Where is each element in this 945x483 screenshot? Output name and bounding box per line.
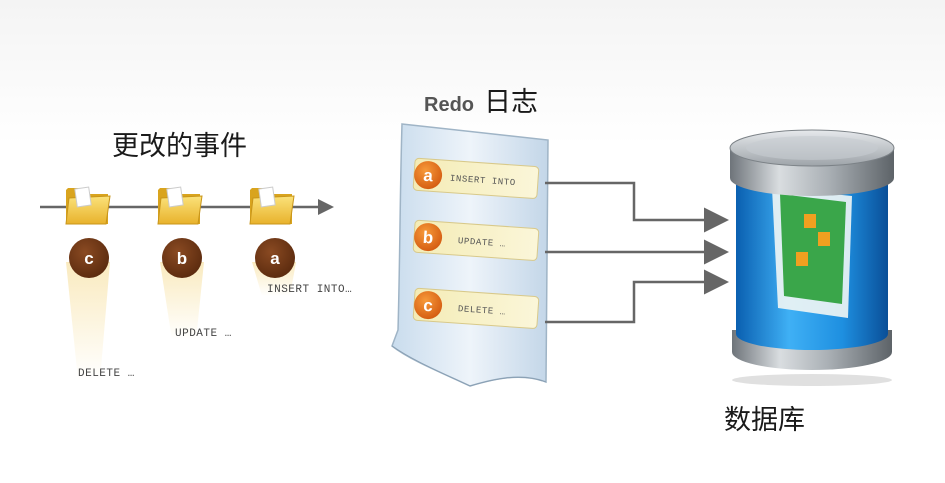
event-beam-b bbox=[160, 262, 204, 340]
event-badge-letter: c bbox=[84, 249, 93, 268]
event-beam-c bbox=[66, 262, 110, 380]
folder-icon bbox=[249, 186, 295, 225]
event-badge-letter: a bbox=[270, 249, 280, 268]
log-entry-text: UPDATE … bbox=[458, 236, 507, 249]
event-statement-b: UPDATE … bbox=[175, 328, 232, 340]
log-entry-c: c DELETE … bbox=[412, 287, 540, 329]
arrow-log-a-to-db bbox=[545, 181, 729, 233]
log-badge-letter: c bbox=[423, 296, 434, 316]
folder-icon bbox=[65, 186, 111, 225]
database-title: 数据库 bbox=[724, 405, 805, 436]
log-entry-text: INSERT INTO bbox=[450, 174, 517, 189]
event-badge-letter: b bbox=[177, 249, 187, 268]
event-badge-c: c bbox=[69, 238, 109, 278]
log-entry-text: DELETE … bbox=[458, 304, 507, 317]
event-statement-c: DELETE … bbox=[78, 368, 135, 380]
event-badge-a: a bbox=[255, 238, 295, 278]
event-statement-a: INSERT INTO… bbox=[267, 284, 353, 296]
log-entry-b: b UPDATE … bbox=[412, 219, 540, 261]
arrow-log-c-to-db bbox=[545, 269, 729, 324]
redo-title-zh: 日志 bbox=[484, 87, 538, 118]
log-badge-letter: b bbox=[422, 228, 434, 248]
log-entry-a: a INSERT INTO bbox=[412, 157, 540, 199]
changed-events-title: 更改的事件 bbox=[112, 131, 247, 162]
timeline-arrowhead bbox=[318, 199, 334, 215]
database-icon bbox=[729, 129, 895, 386]
folder-icon bbox=[157, 186, 203, 225]
event-badge-b: b bbox=[162, 238, 202, 278]
redo-log-title: Redo 日志 bbox=[424, 80, 538, 119]
redo-title-en: Redo bbox=[424, 94, 474, 116]
log-badge-letter: a bbox=[423, 166, 434, 186]
